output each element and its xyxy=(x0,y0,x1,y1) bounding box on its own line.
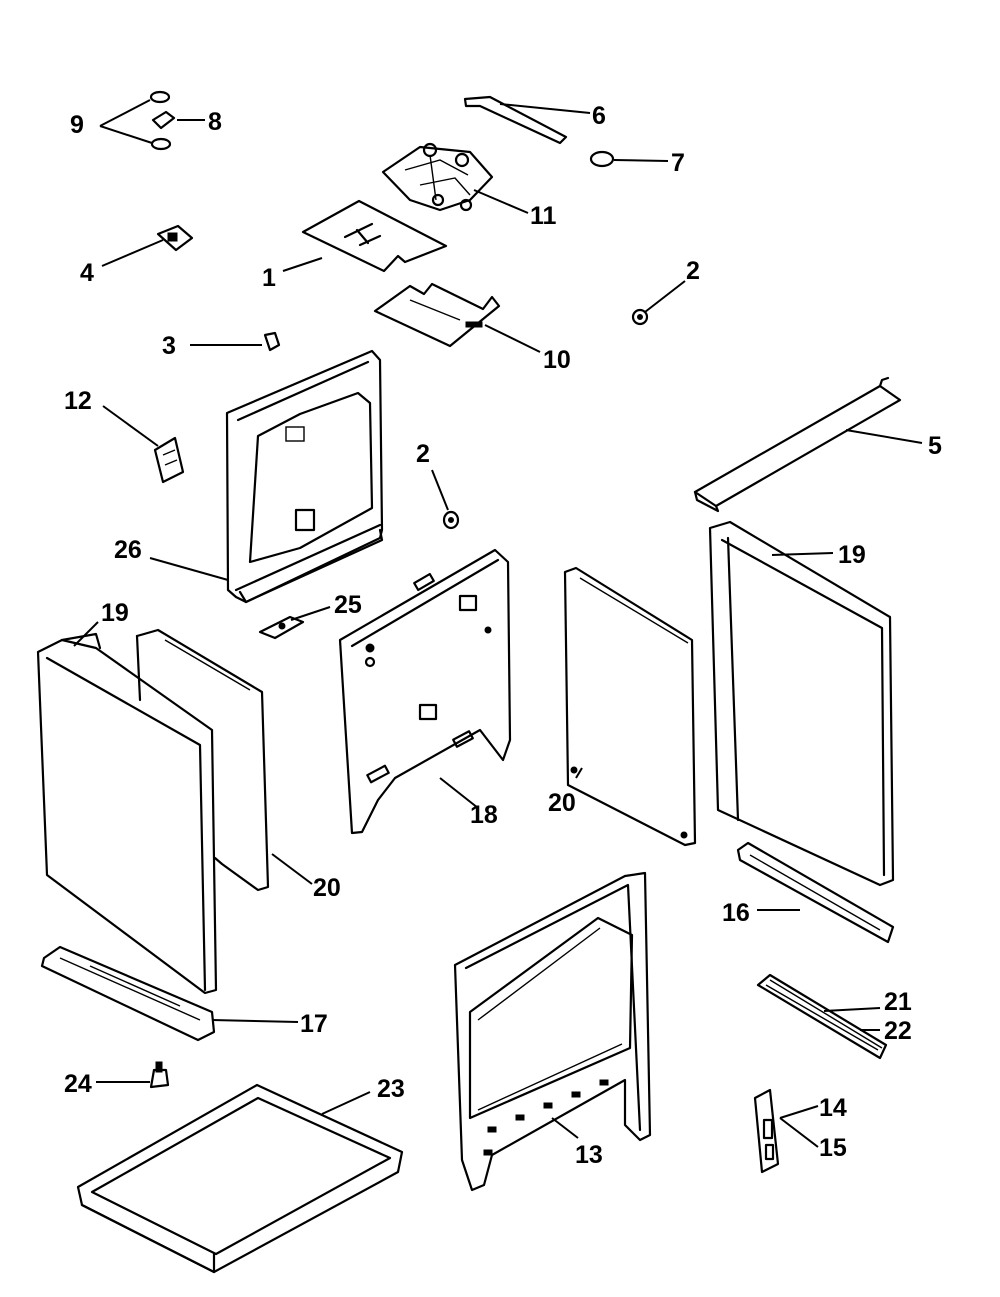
callout-10: 10 xyxy=(543,346,571,374)
part-2b-nut xyxy=(442,510,460,530)
callout-1: 1 xyxy=(262,264,276,292)
part-16-right-bottom-rail xyxy=(736,841,895,944)
part-13-front-frame xyxy=(453,871,652,1192)
part-10-bracket xyxy=(373,282,501,348)
part-17-left-bottom-rail xyxy=(40,945,216,1042)
part-7-grommet xyxy=(589,150,615,168)
callout-2b: 2 xyxy=(416,440,430,468)
callout-24: 24 xyxy=(64,1070,92,1098)
part-24-leveling-leg xyxy=(149,1061,170,1089)
callout-23: 23 xyxy=(377,1075,405,1103)
part-1-cover-plate xyxy=(301,199,448,273)
part-26-rear-panel xyxy=(225,349,384,604)
part-2a-nut xyxy=(631,308,649,326)
callout-20b: 20 xyxy=(548,789,576,817)
part-19-left-side-panel xyxy=(36,632,218,995)
callout-2a: 2 xyxy=(686,257,700,285)
part-18-center-panel xyxy=(338,548,512,835)
part-11-valve-assembly xyxy=(381,142,494,212)
callout-7: 7 xyxy=(671,149,685,177)
callout-18: 18 xyxy=(470,801,498,829)
callout-20a: 20 xyxy=(313,874,341,902)
callout-11: 11 xyxy=(530,202,557,230)
callout-8: 8 xyxy=(208,108,222,136)
part-5-top-rail xyxy=(693,376,902,513)
callout-26: 26 xyxy=(114,536,142,564)
callout-19a: 19 xyxy=(101,599,129,627)
callout-12: 12 xyxy=(64,387,92,415)
callout-9: 9 xyxy=(70,111,84,139)
callout-25: 25 xyxy=(334,591,362,619)
callout-19b: 19 xyxy=(838,541,866,569)
part-9-clips xyxy=(149,90,172,151)
part-6-bracket xyxy=(463,95,568,145)
callout-22: 22 xyxy=(884,1017,912,1045)
callout-21: 21 xyxy=(884,988,912,1016)
part-23-bottom-tray xyxy=(76,1083,404,1274)
part-8-clip xyxy=(151,110,176,130)
callout-15: 15 xyxy=(819,1134,847,1162)
part-21-22-rail xyxy=(756,973,888,1060)
callout-13: 13 xyxy=(575,1141,603,1169)
part-25-clip xyxy=(258,615,305,640)
callout-6: 6 xyxy=(592,102,606,130)
callout-14: 14 xyxy=(819,1094,847,1122)
part-20-center-insulation xyxy=(563,566,697,847)
part-19-right-side-panel xyxy=(708,520,895,887)
part-4-switch xyxy=(156,224,194,252)
callout-17: 17 xyxy=(300,1010,328,1038)
leader-lines xyxy=(73,99,923,1148)
callout-4: 4 xyxy=(80,259,94,287)
part-12-bracket xyxy=(153,436,185,484)
callout-labels: 9 8 6 7 11 4 1 2 10 3 12 5 2 26 25 19 19… xyxy=(64,102,942,1169)
callout-16: 16 xyxy=(722,899,750,927)
callout-5: 5 xyxy=(928,432,942,460)
part-3-screw xyxy=(263,331,281,352)
part-20-left-insulation xyxy=(135,628,270,892)
part-14-15-bracket xyxy=(753,1088,780,1174)
callout-3: 3 xyxy=(162,332,176,360)
